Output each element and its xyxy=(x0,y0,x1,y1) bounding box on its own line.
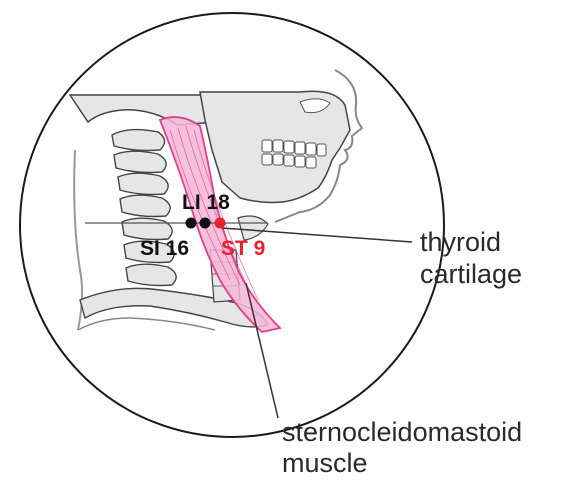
thyroid-label-line1: thyroid xyxy=(420,229,501,256)
circular-frame xyxy=(20,13,444,437)
point-li18-dot xyxy=(200,218,211,229)
point-label-si16: SI 16 xyxy=(140,238,189,259)
point-label-li18: LI 18 xyxy=(182,192,230,213)
scm-label-line2: muscle xyxy=(282,450,368,477)
point-label-st9: ST 9 xyxy=(221,238,265,259)
point-st9-dot xyxy=(215,218,226,229)
thyroid-label-line2: cartilage xyxy=(420,261,522,288)
scm-label-line1: sternocleidomastoid xyxy=(282,419,522,446)
point-si16-dot xyxy=(186,218,197,229)
